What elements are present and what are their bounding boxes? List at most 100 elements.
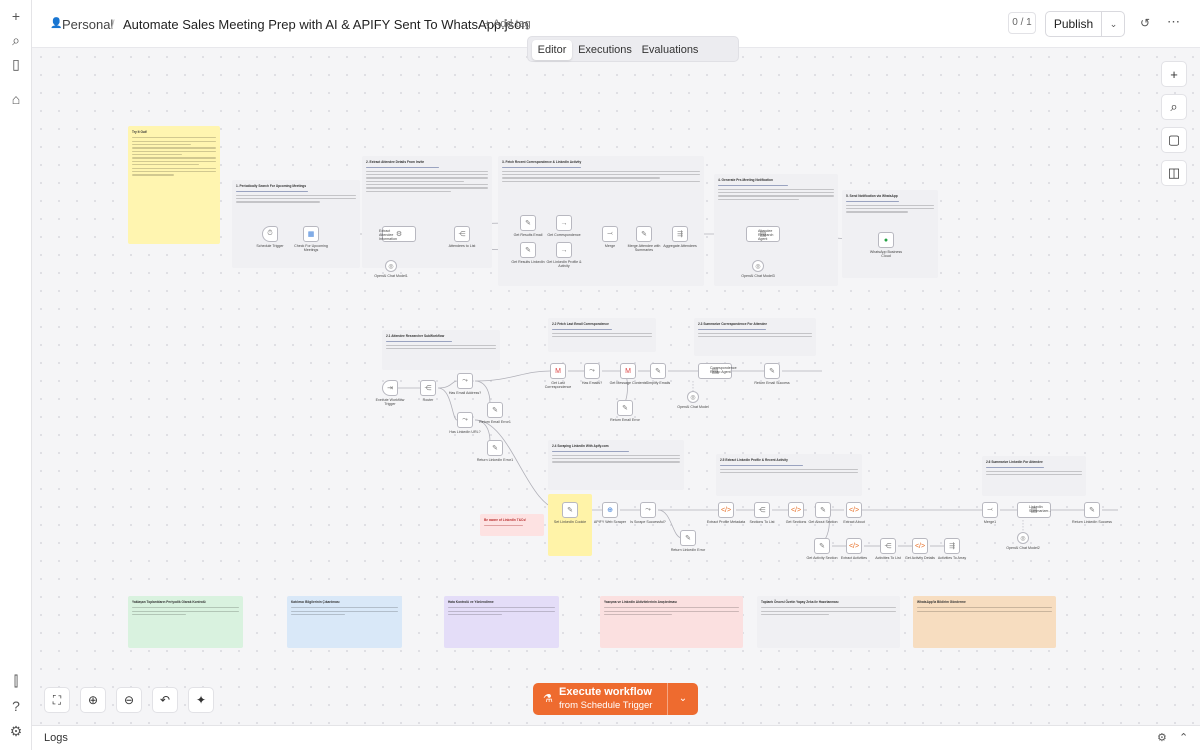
activation-counter[interactable]: 0 / 1 <box>1008 12 1036 34</box>
execute-workflow-trigger-node[interactable]: ⇥ <box>382 380 398 396</box>
node-label: Get Correspondence <box>547 233 581 237</box>
sticky-note-extract-linkedin[interactable]: 2.5 Extract LinkedIn Profile & Recent Ac… <box>716 454 862 496</box>
get-message-contents-node[interactable]: M <box>620 363 636 379</box>
workflow-canvas[interactable]: Try It Out! 1. Periodically Search For U… <box>32 48 1200 725</box>
add-tag-button[interactable]: + Add tag <box>484 18 531 30</box>
chevron-down-icon[interactable]: ⌄ <box>667 683 698 715</box>
tab-editor[interactable]: Editor <box>532 40 572 60</box>
linkedin-summarizer-agent-node[interactable]: ▤ <box>1017 502 1051 518</box>
flask-icon: ⚗ <box>543 693 553 705</box>
extract-profile-metadata-node[interactable]: </> <box>718 502 734 518</box>
fit-view-icon[interactable]: ⛶ <box>44 687 70 713</box>
breadcrumb-project[interactable]: Personal <box>62 17 114 32</box>
extract-activities-node[interactable]: </> <box>846 538 862 554</box>
attendee-research-agent-node[interactable]: ▤ <box>746 226 780 242</box>
chevron-up-icon[interactable]: ⌃ <box>1179 732 1189 744</box>
tidy-up-icon[interactable]: ✦ <box>188 687 214 713</box>
openai-chat-model-3-node[interactable]: ◎ <box>687 391 699 403</box>
return-linkedin-error-2-node[interactable]: ✎ <box>680 530 696 546</box>
add-sticky-icon[interactable]: ▢ <box>1161 127 1187 153</box>
get-linkedin-profile-node[interactable]: → <box>556 242 572 258</box>
router-node[interactable]: ⋲ <box>420 380 436 396</box>
activities-to-list-node[interactable]: ⋲ <box>880 538 896 554</box>
get-about-section-node[interactable]: ✎ <box>815 502 831 518</box>
sticky-note-scraping-linkedin[interactable]: 2.4 Scraping LinkedIn With Apify.com <box>548 440 684 490</box>
zoom-out-icon[interactable]: ⊖ <box>116 687 142 713</box>
execute-workflow-button[interactable]: ⚗ Execute workflow from Schedule Trigger <box>533 683 665 715</box>
get-activity-details-node[interactable]: </> <box>912 538 928 554</box>
correspondence-recap-agent-node[interactable]: ▤ <box>698 363 732 379</box>
schedule-trigger-node[interactable]: ⏱ <box>262 226 278 242</box>
return-email-success-node[interactable]: ✎ <box>764 363 780 379</box>
return-email-error-2-node[interactable]: ✎ <box>617 400 633 416</box>
get-activity-section-node[interactable]: ✎ <box>814 538 830 554</box>
search-nodes-icon[interactable]: ⌕ <box>1161 94 1187 120</box>
has-email-address-node[interactable]: ⤳ <box>457 373 473 389</box>
sections-to-list-node[interactable]: ⋲ <box>754 502 770 518</box>
info-sticky-whatsapp[interactable]: WhatsApp'la Bildirim Gönderme <box>913 596 1056 648</box>
has-linkedin-url-node[interactable]: ⤳ <box>457 412 473 428</box>
info-sticky-attendee[interactable]: Katılımcı Bilgilerinin Çıkarılması <box>287 596 402 648</box>
get-sections-node[interactable]: </> <box>788 502 804 518</box>
more-options-icon[interactable]: ⋯ <box>1167 14 1180 29</box>
tab-evaluations[interactable]: Evaluations <box>641 44 699 56</box>
get-last-correspondence-node[interactable]: M <box>550 363 566 379</box>
check-upcoming-meetings-node[interactable]: ▦ <box>303 226 319 242</box>
set-linkedin-cookie-node[interactable]: ✎ <box>562 502 578 518</box>
sticky-note-attendee-subworkflow[interactable]: 2.1 Attendee Researcher SubWorkflow <box>382 330 500 370</box>
tab-executions[interactable]: Executions <box>578 44 632 56</box>
return-linkedin-error-node[interactable]: ✎ <box>487 440 503 456</box>
extract-about-node[interactable]: </> <box>846 502 862 518</box>
sticky-note-step-2[interactable]: 2. Extract Attendee Details From Invite <box>362 156 492 268</box>
openai-chat-model-node[interactable]: ◎ <box>385 260 397 272</box>
search-icon[interactable]: ⌕ <box>12 31 20 48</box>
info-sticky-schedule[interactable]: Yaklaşan Toplantıların Periyodik Olarak … <box>128 596 243 648</box>
workflow-title[interactable]: Automate Sales Meeting Prep with AI & AP… <box>123 17 529 32</box>
home-icon[interactable]: ⌂ <box>11 91 21 107</box>
info-sticky-ai-summary[interactable]: Toplantı Öncesi Özetin Yapay Zeka ile Ha… <box>757 596 900 648</box>
extract-attendee-information-node[interactable]: ⚙ <box>382 226 416 242</box>
merge-2-node[interactable]: ⤙ <box>982 502 998 518</box>
aggregate-attendees-node[interactable]: ⇶ <box>672 226 688 242</box>
return-email-error-node[interactable]: ✎ <box>487 402 503 418</box>
apify-web-scraper-node[interactable]: ⊕ <box>602 502 618 518</box>
simplify-emails-node[interactable]: ✎ <box>650 363 666 379</box>
add-icon[interactable]: + <box>11 8 21 24</box>
attendees-to-list-node[interactable]: ⋲ <box>454 226 470 242</box>
help-icon[interactable]: ? <box>12 698 20 714</box>
sticky-note-step-1[interactable]: 1. Periodically Search For Upcoming Meet… <box>232 180 360 268</box>
node-label: Get Results Email <box>513 233 543 237</box>
activities-to-array-node[interactable]: ⇶ <box>944 538 960 554</box>
panel-icon[interactable]: ◫ <box>1161 160 1187 186</box>
whatsapp-business-cloud-node[interactable]: ● <box>878 232 894 248</box>
get-results-linkedin-node[interactable]: ✎ <box>520 242 536 258</box>
info-sticky-correspondence[interactable]: Yazışma ve LinkedIn Aktivitelerinin Araş… <box>600 596 743 648</box>
history-icon[interactable]: ↺ <box>1140 16 1151 30</box>
openai-chat-model-4-node[interactable]: ◎ <box>1017 532 1029 544</box>
return-linkedin-success-node[interactable]: ✎ <box>1084 502 1100 518</box>
undo-icon[interactable]: ↶ <box>152 687 178 713</box>
publish-button[interactable]: Publish <box>1053 17 1094 31</box>
sticky-note-warning[interactable]: Be aware of LinkedIn T&Cs! <box>480 514 544 536</box>
merge-node[interactable]: ⤙ <box>602 226 618 242</box>
get-correspondence-node[interactable]: → <box>556 215 572 231</box>
sticky-note-summarize-correspondence[interactable]: 2.3 Summarize Correspondence For Attende… <box>694 318 816 356</box>
get-results-email-node[interactable]: ✎ <box>520 215 536 231</box>
zoom-in-icon[interactable]: ⊕ <box>80 687 106 713</box>
sticky-title: Hata Kontrolü ve Yönlendirme <box>448 600 494 604</box>
has-emails-node[interactable]: ⤳ <box>584 363 600 379</box>
panel-toggle-icon[interactable]: ▯ <box>12 55 20 72</box>
add-node-icon[interactable]: + <box>1161 61 1187 87</box>
sticky-note-fetch-email[interactable]: 2.2 Fetch Last Email Correspondence <box>548 318 656 352</box>
openai-chat-model-2-node[interactable]: ◎ <box>752 260 764 272</box>
insights-icon[interactable]: ⫿ <box>13 672 19 689</box>
info-sticky-error-control[interactable]: Hata Kontrolü ve Yönlendirme <box>444 596 559 648</box>
chevron-down-icon[interactable]: ⌄ <box>1101 12 1125 36</box>
sticky-note-summarize-linkedin[interactable]: 2.6 Summarize LinkedIn For Attendee <box>982 456 1086 496</box>
logs-settings-icon[interactable]: ⚙ <box>1157 732 1167 744</box>
merge-attendee-summaries-node[interactable]: ✎ <box>636 226 652 242</box>
settings-icon[interactable]: ⚙ <box>9 722 23 739</box>
logs-panel-bar[interactable]: Logs ⚙ ⌃ <box>32 725 1200 750</box>
is-scrape-successful-node[interactable]: ⤳ <box>640 502 656 518</box>
sticky-note-try-it-out[interactable]: Try It Out! <box>128 126 220 244</box>
